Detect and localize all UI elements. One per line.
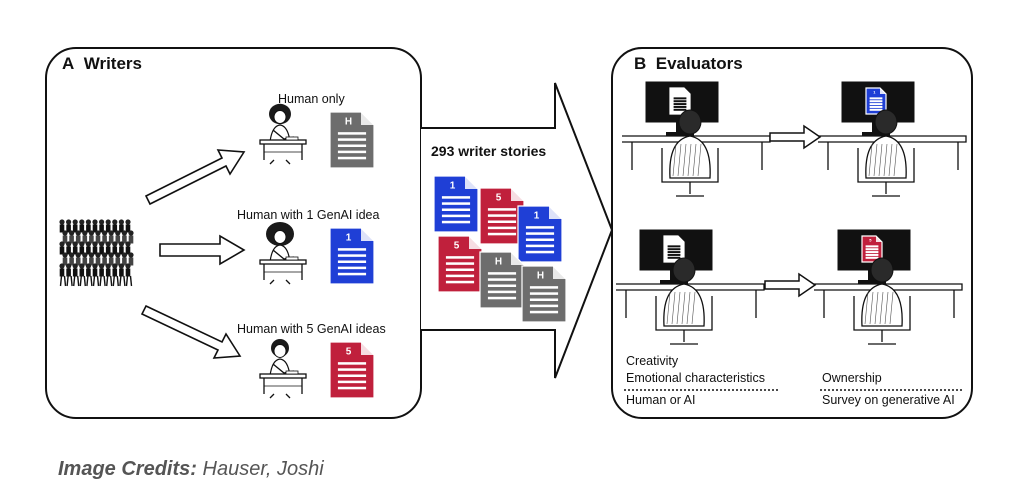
document-badge: 1 [534,210,540,221]
evaluator-arrow-top-icon [769,124,822,150]
screen-document-icon: 1 [865,87,887,115]
story-document-icon: 5 [437,235,483,293]
measure-human-or-ai: Human or AI [626,393,696,407]
panel-a-letter: A [62,54,75,73]
screen-document-icon [663,235,685,263]
evaluator-at-computer-icon [616,229,765,345]
document-badge: H [345,116,352,127]
document-icon: 1 [329,227,375,285]
story-document-icon: H [521,265,567,323]
condition-label-5-genai: Human with 5 GenAI ideas [237,322,386,336]
document-icon: 5 [329,341,375,399]
measure-survey: Survey on generative AI [822,393,955,407]
writer-at-desk-icon [259,222,307,285]
panel-b-title: B Evaluators [634,54,743,74]
writer-at-desk-icon [259,339,307,399]
document-badge: 5 [346,346,352,357]
document-badge: 5 [454,240,460,251]
panel-a-title: A Writers [62,54,142,74]
evaluator-at-computer-icon: 1 [818,81,967,197]
stories-count-label: 293 writer stories [431,143,547,159]
document-icon: H [329,111,375,169]
measure-creativity: Creativity [626,354,679,368]
panel-b-letter: B [634,54,647,73]
story-stack: 1 5 1 5H H [433,175,567,323]
evaluator-at-computer-icon [622,81,771,197]
document-badge: 1 [450,180,456,191]
writer-at-desk-icon [259,103,307,165]
document-badge: 1 [346,232,352,243]
condition-label-human-only: Human only [278,92,345,106]
crowd-icon [59,219,134,287]
evaluator-arrow-bottom-icon [764,272,817,298]
document-badge: H [537,270,544,281]
panel-b-name: Evaluators [655,54,743,73]
measure-emotional: Emotional characteristics [626,371,765,385]
image-credits: Image Credits: Hauser, Joshi [58,458,324,481]
document-badge: 5 [869,238,872,243]
evaluator-at-computer-icon: 5 [814,229,963,345]
arrow-to-5-genai-icon [140,304,242,359]
credit-names: Hauser, Joshi [202,458,324,480]
document-badge: H [495,256,502,267]
measure-ownership: Ownership [822,371,882,385]
document-badge: 5 [496,192,502,203]
story-document-icon: H [479,251,525,309]
condition-label-1-genai: Human with 1 GenAI idea [237,208,380,222]
panel-a-name: Writers [83,54,142,73]
arrow-to-human-only-icon [144,149,246,206]
story-document-icon: 1 [433,175,479,233]
screen-document-icon: 5 [861,235,883,263]
document-badge: 1 [873,90,876,95]
arrow-to-1-genai-icon [159,234,246,266]
credit-prefix: Image Credits: [58,458,197,480]
story-document-icon: 1 [517,205,563,263]
screen-document-icon [669,87,691,115]
